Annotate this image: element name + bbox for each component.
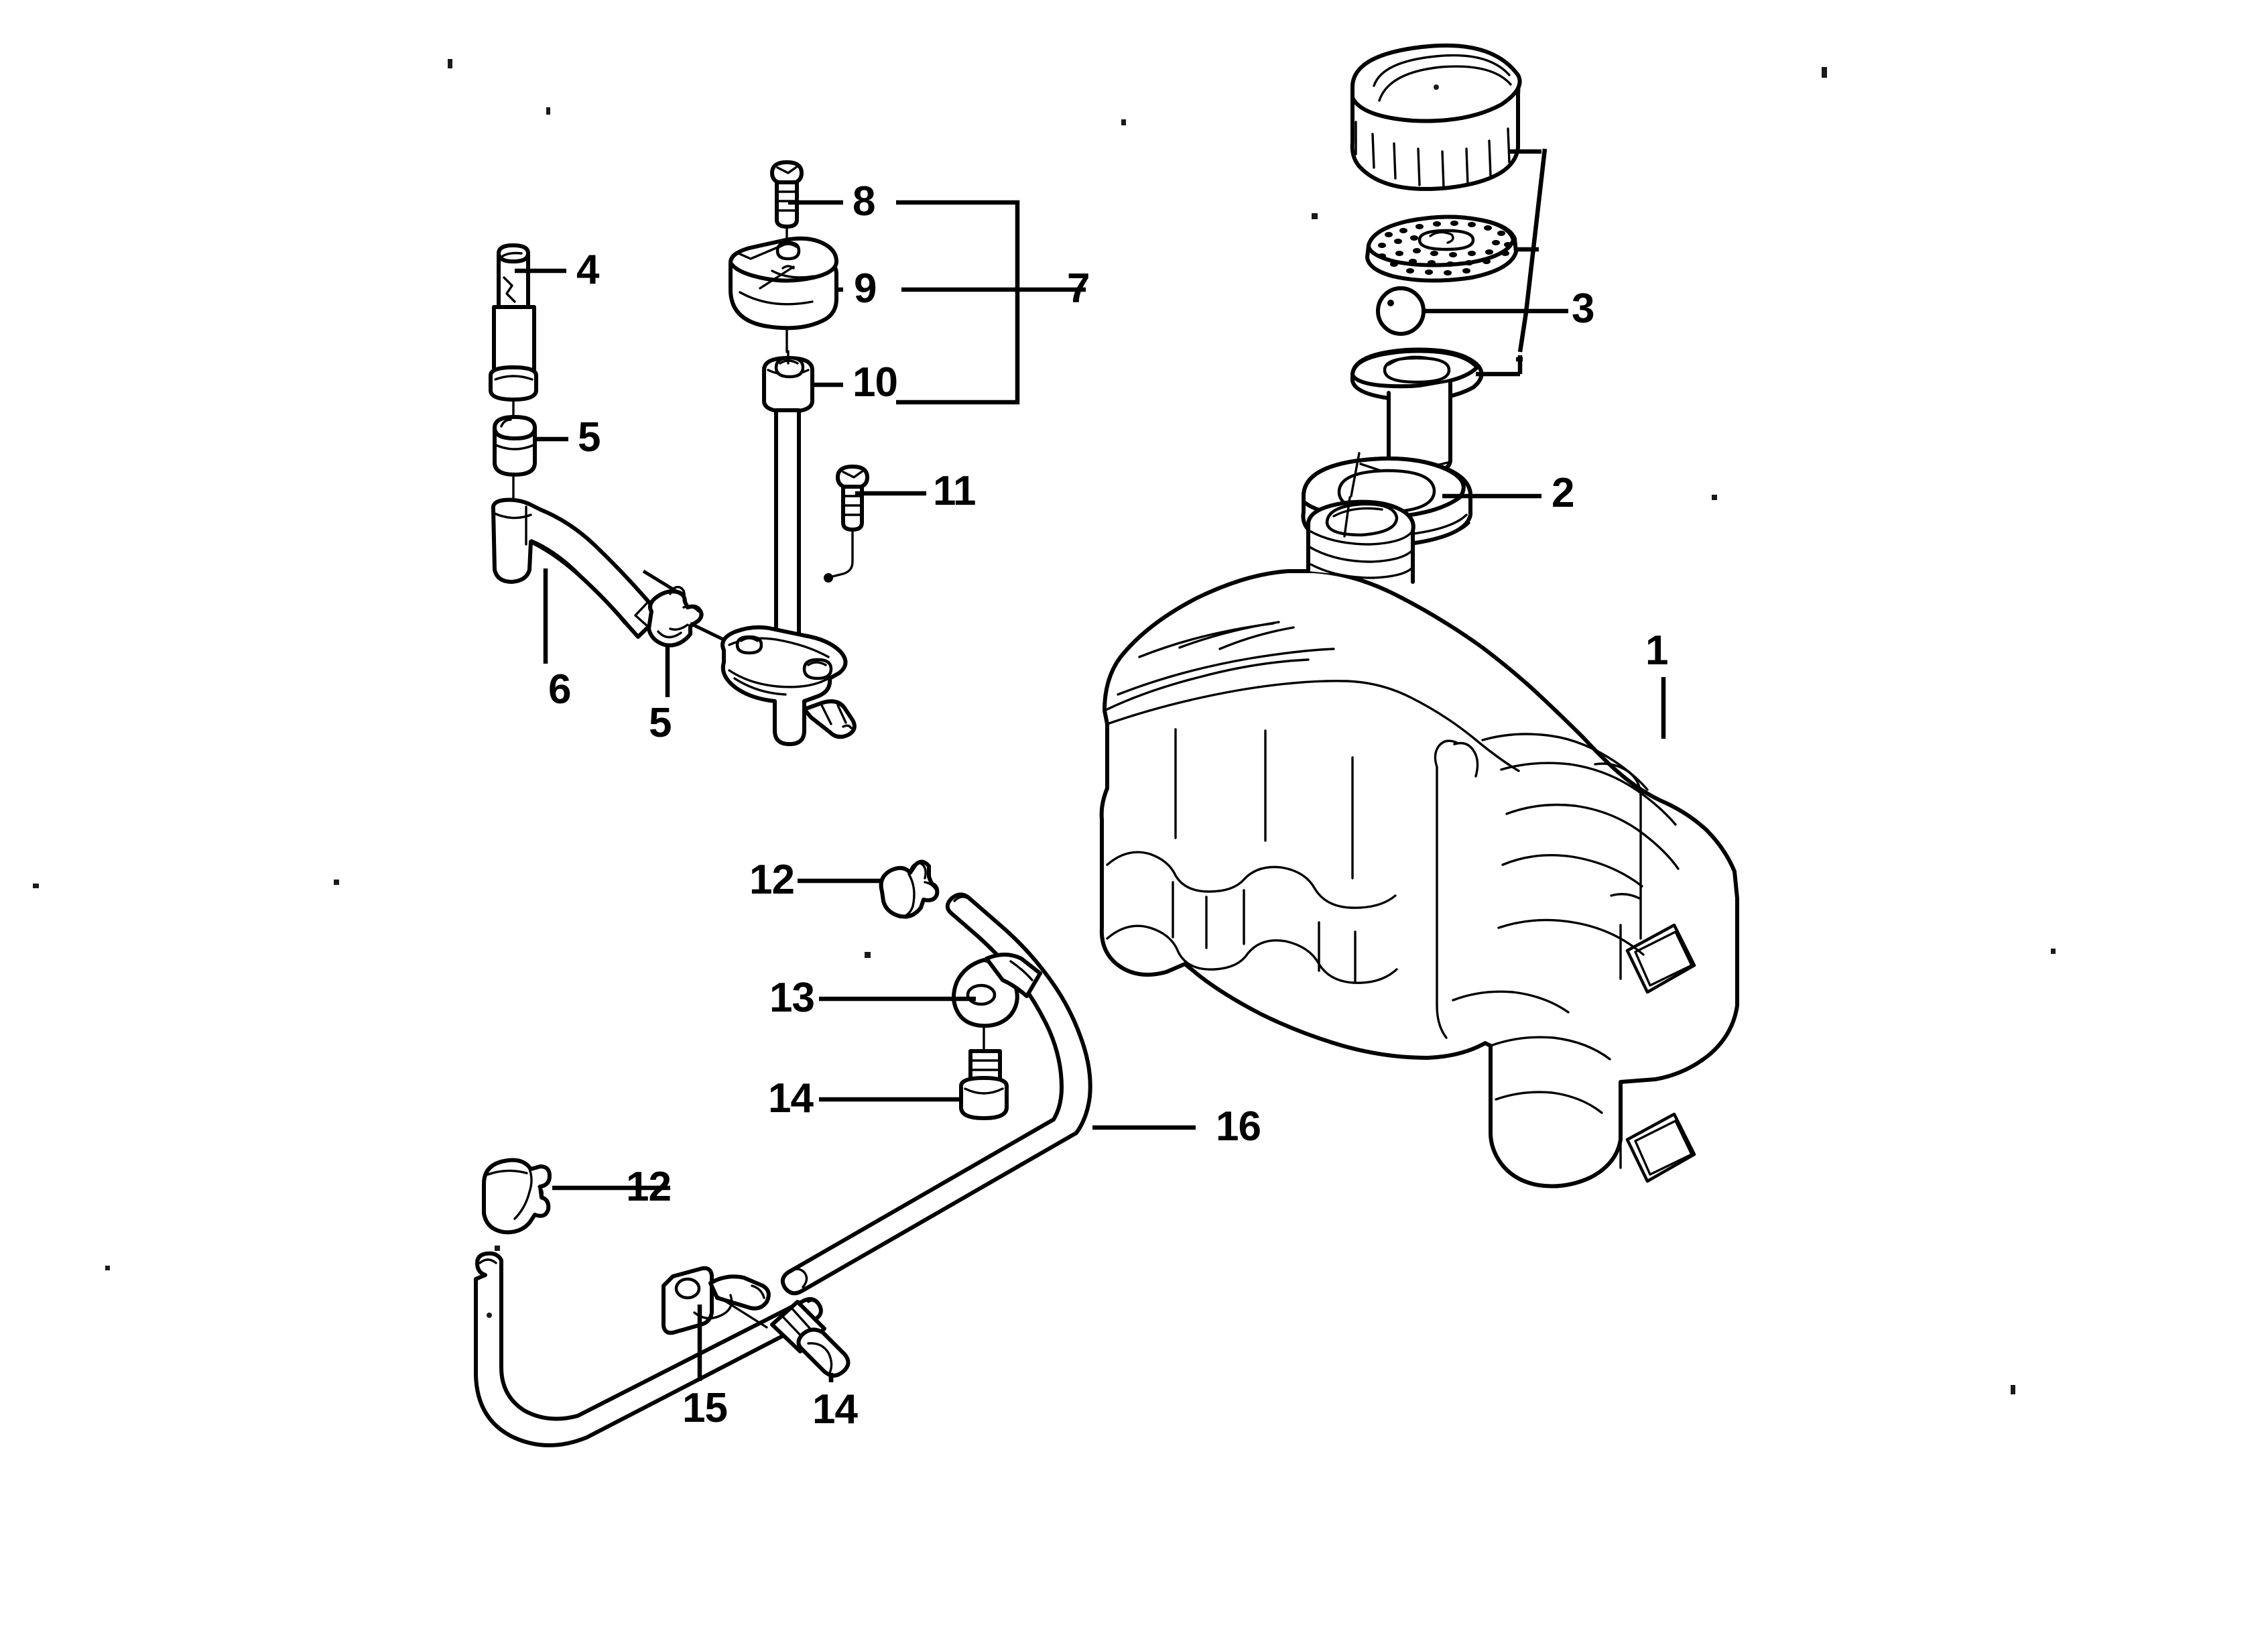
callout-label-7: 7 xyxy=(1067,265,1090,312)
part-14-bolt-upper xyxy=(959,1024,1009,1120)
callout-3-leaders xyxy=(1424,148,1568,377)
part-12-hose-clip-upper xyxy=(879,859,940,919)
callout-label-2: 2 xyxy=(1552,470,1574,516)
callout-label-14-upper: 14 xyxy=(768,1075,814,1122)
fuel-cock-body xyxy=(720,625,857,746)
part-3-vent-screen xyxy=(1365,215,1518,283)
assembly-pointer-5b-hose xyxy=(642,569,686,599)
callout-label-16: 16 xyxy=(1216,1103,1261,1150)
part-14-bolt-lower xyxy=(714,1294,850,1378)
callout-label-5-lower: 5 xyxy=(649,700,672,746)
callout-label-10: 10 xyxy=(853,359,898,406)
callout-7-bracket xyxy=(896,200,1086,405)
part-3-check-ball xyxy=(1376,286,1426,336)
part-lower-fuel-hose xyxy=(474,1251,823,1447)
part-16-fuel-pipe xyxy=(780,892,1092,1296)
callout-label-11: 11 xyxy=(933,468,976,514)
callout-label-6: 6 xyxy=(548,666,571,713)
part-6-fuel-hose xyxy=(491,497,662,639)
part-4-breather-pipe xyxy=(489,243,538,402)
callout-label-1: 1 xyxy=(1645,627,1668,674)
callout-label-9: 9 xyxy=(854,265,877,312)
callout-label-8: 8 xyxy=(853,178,875,225)
callout-label-13: 13 xyxy=(769,975,815,1021)
part-5-hose-clamp-upper xyxy=(493,415,537,477)
part-3-cap-body xyxy=(1350,347,1484,475)
callout-label-12-lower: 12 xyxy=(626,1164,672,1210)
callout-label-3: 3 xyxy=(1572,286,1594,332)
part-2-filler-gasket xyxy=(1301,452,1473,548)
callout-label-14-lower: 14 xyxy=(812,1386,858,1433)
part-9-fuel-cock-lever xyxy=(729,236,838,330)
callout-label-4: 4 xyxy=(576,247,599,293)
callout-label-12-upper: 12 xyxy=(749,857,795,903)
part-10-fuel-standpipe xyxy=(762,350,814,672)
part-12-hose-clip-lower xyxy=(482,1158,552,1235)
callout-label-5-upper: 5 xyxy=(578,414,601,461)
part-11-screw xyxy=(824,465,869,583)
part-3-fuel-cap xyxy=(1350,43,1522,191)
callout-label-15: 15 xyxy=(682,1385,728,1431)
part-1-fuel-tank xyxy=(1099,496,1739,1189)
